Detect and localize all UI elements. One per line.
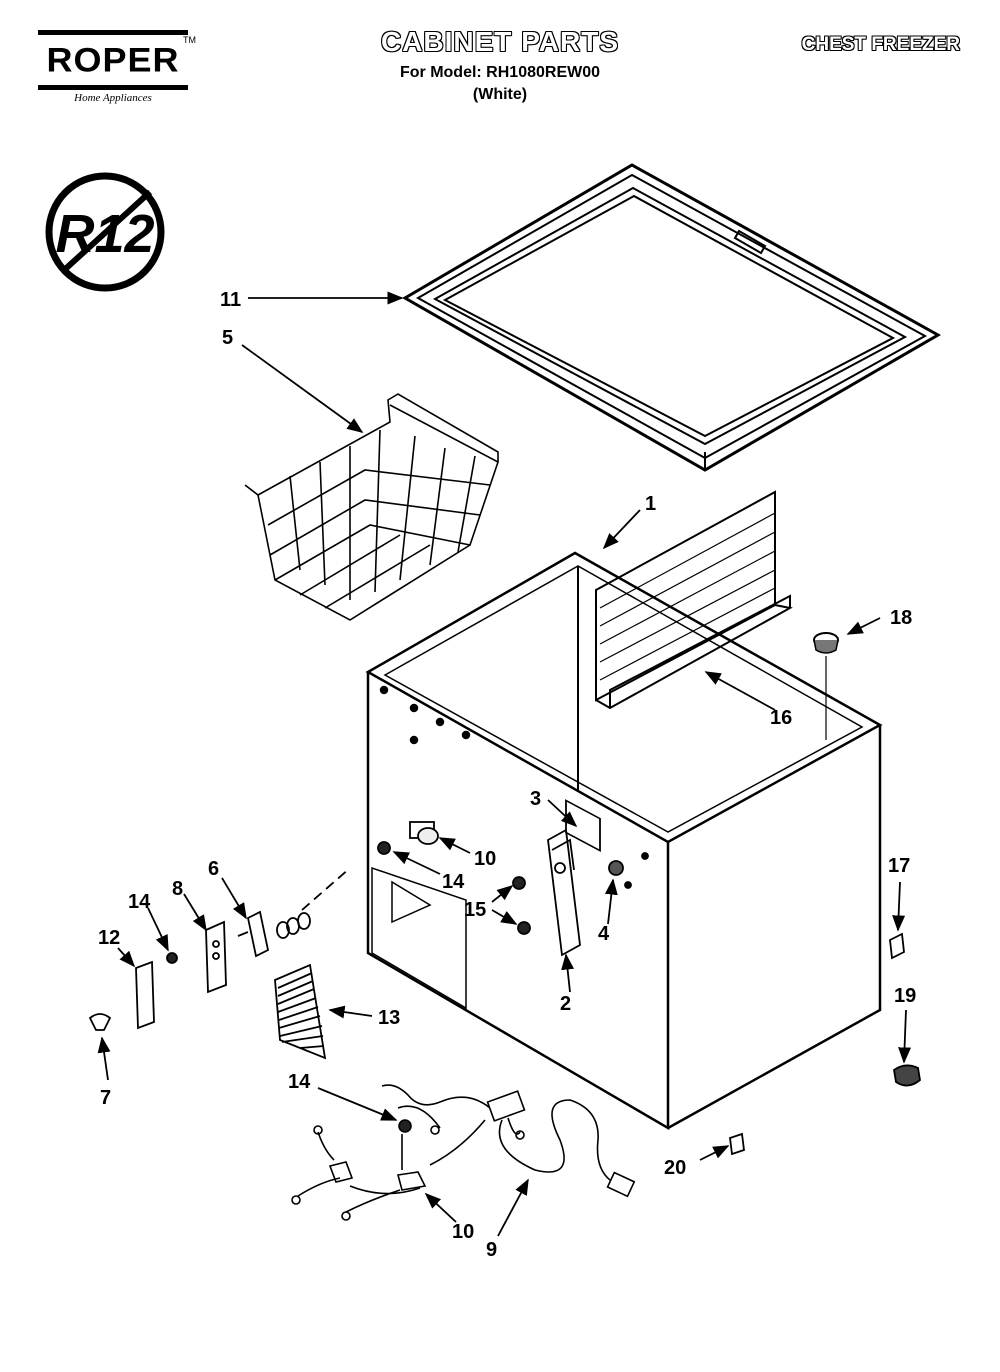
callout-13: 13 bbox=[378, 1007, 400, 1029]
callout-10-upper: 10 bbox=[474, 848, 496, 870]
hinge-assembly bbox=[512, 799, 649, 957]
page-title: CABINET PARTS bbox=[380, 26, 620, 57]
wire-basket bbox=[244, 393, 499, 621]
callout-14-lower: 14 bbox=[288, 1071, 311, 1093]
brand-name: ROPER bbox=[46, 40, 180, 79]
callout-labels: 11 5 1 18 16 3 10 14 15 4 2 6 8 14 12 7 … bbox=[98, 289, 916, 1261]
control-parts bbox=[88, 867, 351, 1031]
callout-19: 19 bbox=[894, 985, 916, 1007]
cabinet-body bbox=[365, 551, 883, 1131]
callout-8: 8 bbox=[172, 878, 183, 900]
lid-frame bbox=[402, 163, 942, 472]
louvered-grille bbox=[274, 963, 327, 1060]
callout-20: 20 bbox=[664, 1157, 686, 1179]
model-info: For Model: RH1080REW00 (White) bbox=[330, 62, 670, 106]
callout-7: 7 bbox=[100, 1087, 111, 1109]
callout-2: 2 bbox=[560, 993, 571, 1015]
callout-15: 15 bbox=[464, 899, 486, 921]
callout-5: 5 bbox=[222, 327, 233, 349]
divider-panel bbox=[595, 490, 793, 710]
callout-4: 4 bbox=[598, 923, 610, 945]
product-category: CHEST FREEZER bbox=[801, 34, 960, 55]
callout-1: 1 bbox=[645, 493, 656, 515]
callout-12: 12 bbox=[98, 927, 120, 949]
callout-17: 17 bbox=[888, 855, 910, 877]
brand-trademark: TM bbox=[183, 35, 196, 45]
callout-9: 9 bbox=[486, 1239, 497, 1261]
callout-10-lower: 10 bbox=[452, 1221, 474, 1243]
callout-14-left: 14 bbox=[128, 891, 151, 913]
color-line: (White) bbox=[472, 86, 528, 103]
leader-lines bbox=[97, 291, 912, 1237]
thermostat-bracket bbox=[377, 821, 439, 855]
callout-3: 3 bbox=[530, 788, 541, 810]
drain-plug bbox=[813, 632, 839, 740]
callout-14-upper: 14 bbox=[442, 871, 465, 893]
callout-16: 16 bbox=[770, 707, 792, 729]
callout-18: 18 bbox=[890, 607, 912, 629]
brand-logo: ROPER TM Home Appliances bbox=[38, 30, 196, 104]
brand-subtitle: Home Appliances bbox=[74, 92, 152, 104]
callout-11: 11 bbox=[220, 289, 241, 311]
wiring-harness bbox=[291, 1084, 636, 1221]
callout-6: 6 bbox=[208, 858, 219, 880]
model-line: For Model: RH1080REW00 bbox=[399, 64, 601, 81]
no-r12-badge: R12 bbox=[45, 172, 165, 292]
small-parts bbox=[729, 932, 921, 1156]
